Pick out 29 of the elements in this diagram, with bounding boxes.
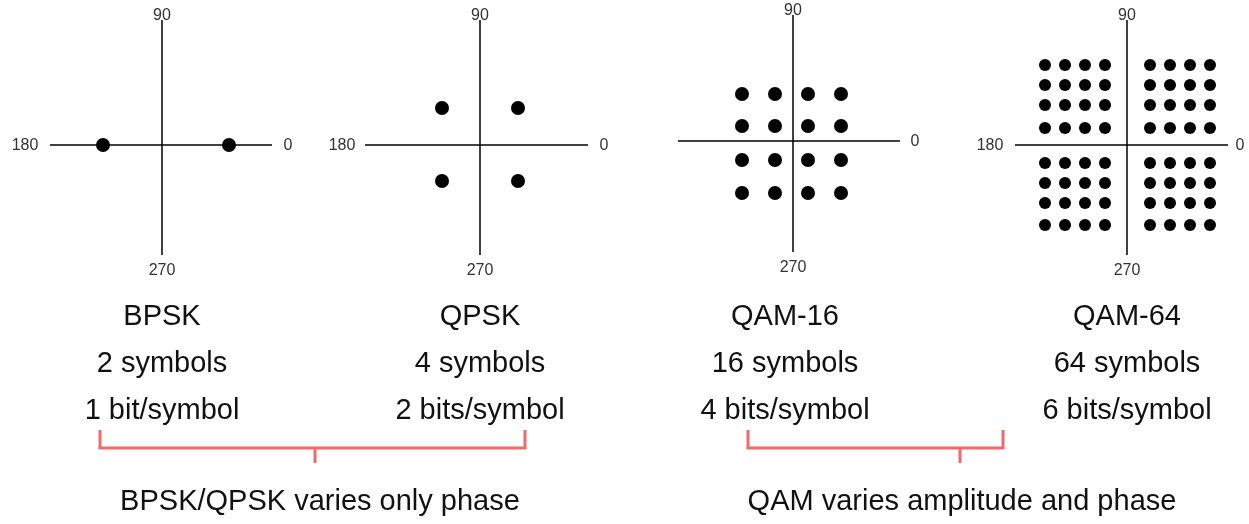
axis-label: 90 xyxy=(153,6,171,24)
bracket-caption: BPSK/QPSK varies only phase xyxy=(120,483,520,517)
symbol-count: 4 symbols xyxy=(414,345,546,379)
bit-rate: 6 bits/symbol xyxy=(1042,392,1212,426)
axis-label: 270 xyxy=(148,261,176,279)
axis-label: 90 xyxy=(1118,6,1136,24)
bit-rate: 4 bits/symbol xyxy=(700,392,870,426)
bit-rate: 1 bit/symbol xyxy=(84,392,240,426)
symbol-count: 2 symbols xyxy=(96,345,228,379)
axis-label: 180 xyxy=(328,136,356,154)
axis-label: 270 xyxy=(1113,261,1141,279)
modulation-name: BPSK xyxy=(123,298,201,332)
modulation-name: QAM-64 xyxy=(1073,298,1181,332)
axis-label: 0 xyxy=(910,132,920,150)
modulation-name: QPSK xyxy=(439,298,521,332)
axis-label: 270 xyxy=(466,261,494,279)
axis-label: 0 xyxy=(1235,136,1245,154)
axis-label: 90 xyxy=(784,1,802,19)
bit-rate: 2 bits/symbol xyxy=(395,392,565,426)
axis-label: 0 xyxy=(283,136,293,154)
modulation-name: QAM-16 xyxy=(731,298,839,332)
axis-label: 270 xyxy=(779,258,807,276)
axis-label: 180 xyxy=(976,136,1004,154)
axis-label: 0 xyxy=(599,136,609,154)
symbol-count: 16 symbols xyxy=(711,345,859,379)
bracket-caption: QAM varies amplitude and phase xyxy=(747,483,1177,517)
axis-label: 90 xyxy=(471,6,489,24)
axis-label: 180 xyxy=(11,136,39,154)
symbol-count: 64 symbols xyxy=(1053,345,1201,379)
